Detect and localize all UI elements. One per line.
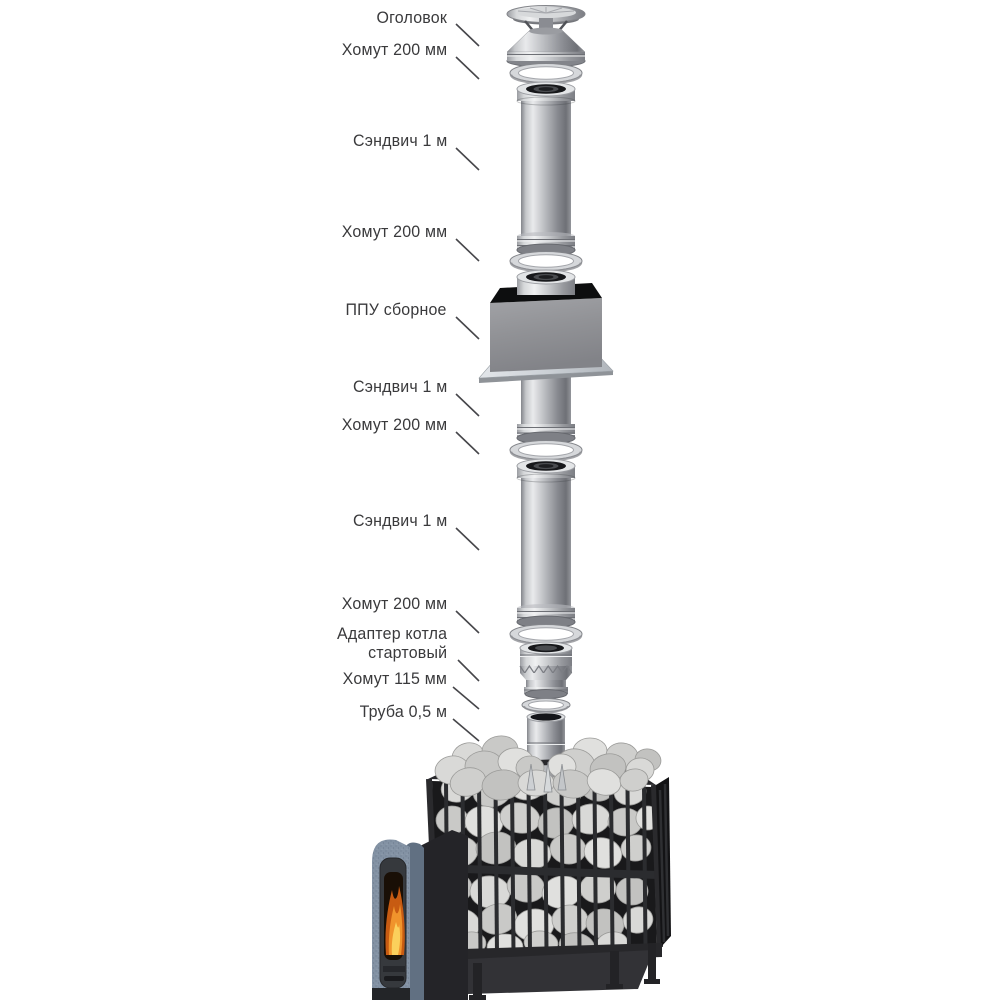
stone bbox=[619, 768, 649, 792]
leader-line-clamp-115 bbox=[452, 686, 480, 710]
leader-line-sandwich-c bbox=[455, 527, 480, 551]
ppu-box-front bbox=[490, 298, 602, 372]
sandwich-pipe-a bbox=[516, 81, 576, 257]
stone bbox=[586, 768, 622, 796]
leader-line-adapter bbox=[457, 659, 480, 682]
door-vent bbox=[383, 966, 405, 972]
basket-bar bbox=[625, 786, 631, 949]
leader-line-clamp-200-a bbox=[455, 56, 480, 80]
ppu-pipe-below bbox=[521, 372, 571, 424]
ceiling-pass-through-unit bbox=[478, 269, 614, 445]
leader-line-sandwich-b bbox=[455, 393, 480, 417]
stones-heap bbox=[434, 735, 662, 801]
flange-edge bbox=[479, 371, 613, 383]
leader-line-pipe-05 bbox=[452, 718, 480, 742]
sauna-stove bbox=[372, 735, 671, 1000]
leader-line-clamp-200-c bbox=[455, 431, 480, 455]
basket-mid-rail bbox=[430, 864, 658, 879]
cap-umbrella-ribs bbox=[517, 7, 575, 14]
basket-bar bbox=[559, 784, 565, 952]
leader-lines bbox=[452, 23, 480, 742]
pipe-body bbox=[521, 478, 571, 608]
stove-legs bbox=[469, 944, 660, 1000]
boiler-start-adapter bbox=[519, 641, 573, 699]
sandwich-pipe-c bbox=[516, 458, 576, 629]
basket-bar bbox=[642, 786, 648, 948]
adapter-neck bbox=[526, 680, 566, 687]
cap-cone-top bbox=[529, 27, 563, 35]
portal-plinth bbox=[372, 988, 410, 1000]
leader-line-cap bbox=[455, 23, 480, 47]
stove-door-assembly bbox=[372, 830, 468, 1000]
leader-line-clamp-200-d bbox=[455, 610, 480, 634]
leader-line-sandwich-a bbox=[455, 147, 480, 171]
pipe-base-gussets bbox=[526, 761, 567, 793]
fire-flames bbox=[385, 886, 405, 955]
basket-bar bbox=[609, 785, 615, 950]
chimney-cap bbox=[506, 5, 586, 68]
adapter-cone bbox=[520, 673, 572, 680]
basket-bar bbox=[576, 784, 582, 951]
clamp-200-b bbox=[508, 250, 584, 273]
stone bbox=[551, 904, 589, 936]
door-handle bbox=[384, 976, 404, 981]
leader-line-ppu bbox=[455, 316, 480, 340]
clamp-200-a bbox=[508, 62, 584, 85]
leader-line-clamp-200-b bbox=[455, 238, 480, 262]
clamp-200-d bbox=[508, 623, 584, 646]
stove-base bbox=[448, 950, 654, 994]
basket-post-right bbox=[651, 784, 663, 948]
adapter-crimp bbox=[519, 664, 573, 675]
pipe-body bbox=[521, 101, 571, 236]
clamp-200-c bbox=[508, 439, 584, 462]
basket-bar bbox=[592, 785, 598, 950]
clamp-115 bbox=[521, 697, 571, 713]
